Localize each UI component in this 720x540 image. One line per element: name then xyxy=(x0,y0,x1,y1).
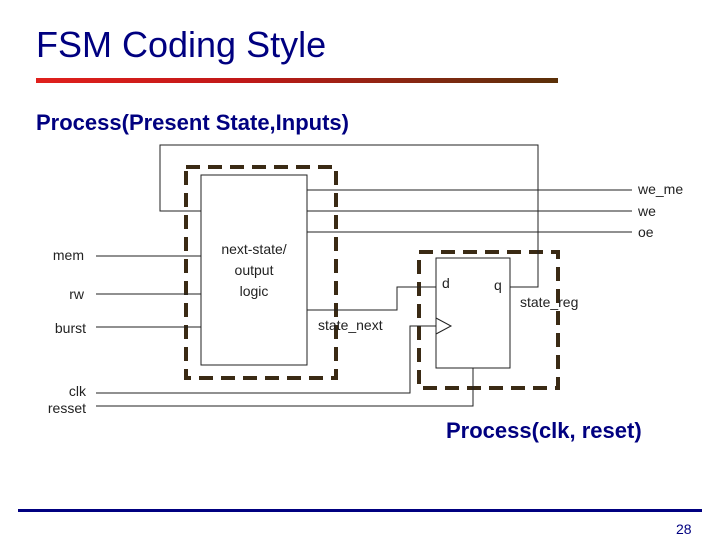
combinational-process-boundary xyxy=(184,165,338,380)
output-label-oe: oe xyxy=(638,224,654,240)
register-process-boundary xyxy=(417,250,560,390)
output-label-we: we xyxy=(637,203,656,219)
reset-wire xyxy=(96,368,474,407)
process-combinational-label: Process(Present State,Inputs) xyxy=(36,110,349,135)
clk-wire xyxy=(96,325,436,394)
register-q-label: q xyxy=(494,277,502,293)
input-label-burst: burst xyxy=(55,320,86,336)
output-label-we-me: we_me xyxy=(637,181,683,197)
logic-label-line-1: next-state/ xyxy=(221,241,286,257)
input-label-clk: clk xyxy=(69,383,87,399)
feedback-wire xyxy=(159,144,539,288)
clock-edge-triangle xyxy=(435,317,453,335)
state-next-wire xyxy=(307,286,436,311)
state-next-label: state_next xyxy=(318,317,383,333)
process-clocked-label: Process(clk, reset) xyxy=(446,418,642,443)
input-label-mem: mem xyxy=(53,247,84,263)
logic-label-line-2: output xyxy=(235,262,274,278)
next-state-logic-block xyxy=(200,174,308,366)
slide-title: FSM Coding Style xyxy=(36,24,327,65)
input-label-reset: resset xyxy=(48,400,86,416)
register-name-label: state_reg xyxy=(520,294,578,310)
state-register-block xyxy=(435,257,511,369)
input-label-rw: rw xyxy=(69,286,85,302)
logic-label-line-3: logic xyxy=(240,283,269,299)
register-d-label: d xyxy=(442,275,450,291)
title-underline xyxy=(36,78,558,83)
page-number: 28 xyxy=(676,521,692,537)
footer-rule xyxy=(18,509,702,512)
